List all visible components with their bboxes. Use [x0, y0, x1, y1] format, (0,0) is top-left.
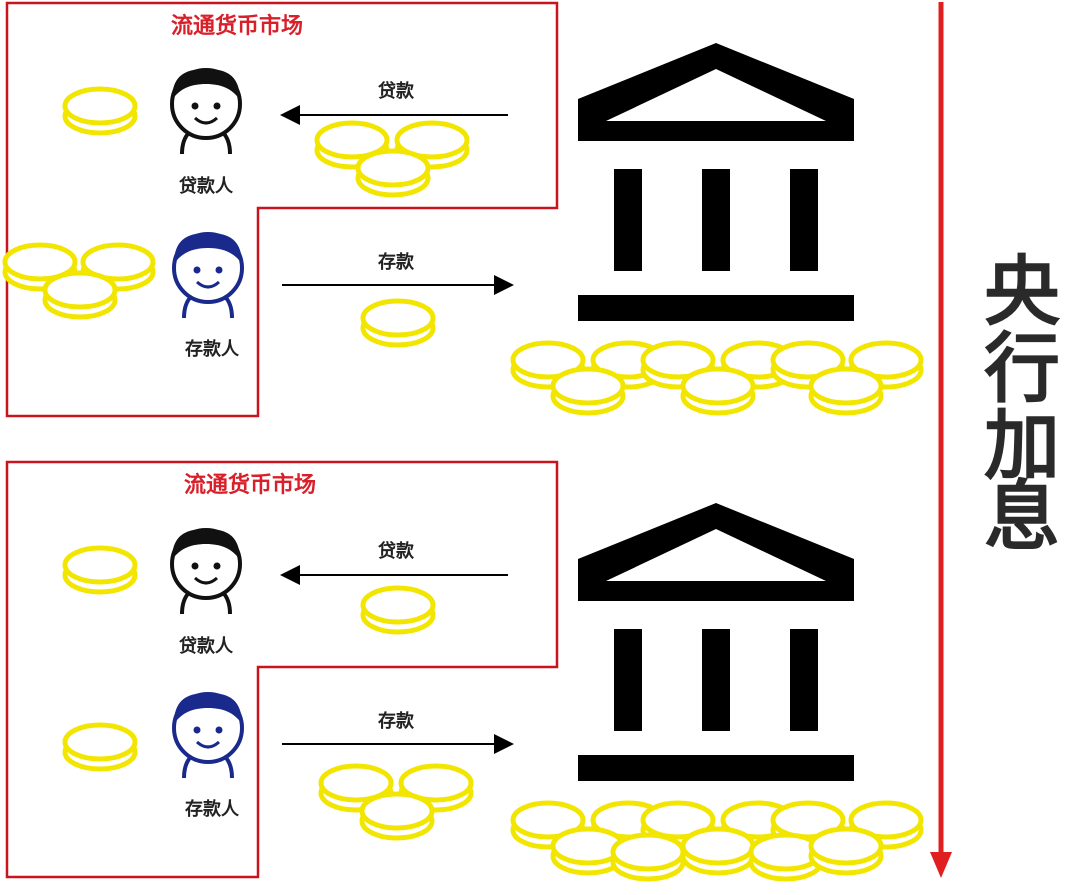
depositor-person-icon [172, 232, 244, 319]
side-label-char: 息 [984, 472, 1060, 561]
borrower-label: 贷款人 [179, 635, 234, 657]
depositor-person-icon [172, 692, 244, 779]
borrower-coins [65, 89, 135, 133]
coin-icon [362, 794, 432, 838]
coin-icon [358, 151, 428, 195]
bank-reserve-coins [513, 803, 921, 879]
market-title: 流通货币市场 [184, 472, 316, 498]
side-label-char: 央 [984, 247, 1061, 336]
coin-icon [811, 829, 881, 873]
coin-icon [363, 301, 433, 345]
loan-coins [317, 123, 467, 195]
coin-icon [683, 829, 753, 873]
side-label-char: 行 [984, 324, 1060, 413]
arrow-head-icon [930, 852, 952, 878]
borrower-label: 贷款人 [179, 175, 234, 197]
rate-hike-arrow [930, 2, 952, 878]
coin-icon [65, 725, 135, 769]
deposit-coins [321, 766, 471, 838]
coin-icon [65, 548, 135, 592]
market-title: 流通货币市场 [171, 13, 303, 39]
panel-bottom: 流通货币市场 贷款人 贷款 存款 [5, 460, 921, 879]
loan-flow-label: 贷款 [378, 540, 415, 562]
borrower-coins [65, 548, 135, 592]
side-label: 央 行 加 息 [984, 247, 1061, 561]
market-boundary [5, 1, 559, 418]
depositor-label: 存款人 [185, 338, 240, 360]
coin-icon [553, 369, 623, 413]
borrower-person-icon [170, 528, 242, 615]
market-boundary [5, 460, 559, 879]
deposit-flow-label: 存款 [378, 251, 415, 273]
depositor-coins [5, 245, 153, 317]
borrower-person-icon [170, 68, 242, 155]
coin-icon [811, 369, 881, 413]
coin-icon [613, 835, 683, 879]
side-label-char: 加 [984, 401, 1060, 490]
bank-icon [578, 43, 854, 321]
deposit-flow-label: 存款 [378, 710, 415, 732]
panel-top: 流通货币市场 贷款人 贷款 [5, 1, 921, 418]
coin-icon [65, 89, 135, 133]
coin-icon [45, 273, 115, 317]
coin-icon [683, 369, 753, 413]
depositor-label: 存款人 [185, 798, 240, 820]
bank-reserve-coins [513, 343, 921, 413]
loan-flow-label: 贷款 [378, 80, 415, 102]
bank-icon [578, 503, 854, 781]
deposit-coins [363, 301, 433, 345]
depositor-coins [65, 725, 135, 769]
loan-coins [363, 588, 433, 632]
coin-icon [363, 588, 433, 632]
